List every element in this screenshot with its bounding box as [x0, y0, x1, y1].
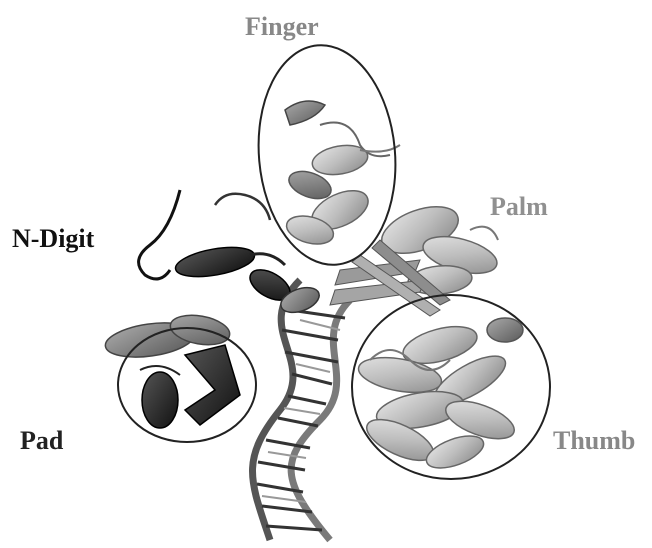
dna-helix: [253, 280, 351, 540]
n-digit-label: N-Digit: [12, 226, 94, 252]
thumb-label: Thumb: [553, 428, 635, 454]
pad-label: Pad: [20, 428, 63, 454]
n-digit-domain: [139, 190, 323, 317]
finger-label: Finger: [245, 14, 319, 40]
palm-label: Palm: [490, 194, 548, 220]
